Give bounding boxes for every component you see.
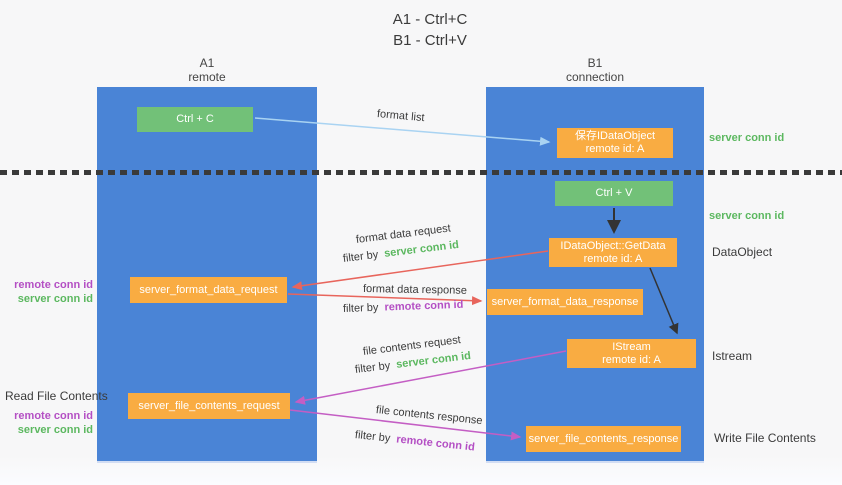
- server-conn-id-text: server conn id: [17, 424, 93, 436]
- left-column-subtitle: remote: [188, 70, 226, 84]
- right-label-istream: Istream: [712, 349, 753, 363]
- right-label-server-conn-id-top: server conn id: [709, 132, 785, 144]
- format-list-text: format list: [376, 108, 426, 125]
- node-server-format-data-response: server_format_data_response: [487, 289, 643, 315]
- title-line-1: A1 - Ctrl+C: [392, 11, 468, 28]
- left-label-read-file-contents: Read File Contents: [5, 389, 108, 403]
- filter-by-text: filter by: [354, 429, 391, 445]
- right-column-name: B1: [587, 56, 603, 70]
- left-column-header: A1 remote: [157, 56, 257, 84]
- node-istream: IStream remote id: A: [567, 339, 696, 368]
- edge-label-file-contents-response: file contents response: [375, 404, 483, 427]
- server-conn-id-text: server conn id: [383, 238, 460, 260]
- format-data-response-text: format data response: [362, 283, 468, 297]
- node-server-format-data-request: server_format_data_request: [130, 277, 287, 303]
- left-label-conn-ids-format: remote conn id server conn id: [0, 278, 93, 306]
- node-save-idataobject-line1: 保存IDataObject: [574, 130, 656, 142]
- node-format-response-label: server_format_data_response: [491, 295, 639, 308]
- left-label-conn-ids-file: remote conn id server conn id: [0, 409, 93, 437]
- node-ctrl-v: Ctrl + V: [555, 181, 673, 206]
- node-save-idataobject-line2: remote id: A: [585, 143, 645, 155]
- remote-conn-id-text: remote conn id: [395, 433, 476, 454]
- right-label-write-file-contents: Write File Contents: [714, 431, 816, 445]
- right-label-server-conn-id-mid: server conn id: [709, 210, 785, 222]
- remote-conn-id-text: remote conn id: [384, 298, 464, 314]
- node-getdata-line2: remote id: A: [583, 252, 643, 265]
- filter-by-text: filter by: [354, 359, 391, 376]
- node-ctrl-c-label: Ctrl + C: [176, 113, 214, 125]
- filter-by-text: filter by: [342, 248, 379, 265]
- node-idataobject-getdata: IDataObject::GetData remote id: A: [549, 238, 677, 267]
- node-ctrl-c: Ctrl + C: [137, 107, 253, 132]
- remote-conn-id-text: remote conn id: [14, 279, 93, 291]
- node-server-file-contents-request: server_file_contents_request: [128, 393, 290, 419]
- right-column-header: B1 connection: [545, 56, 645, 84]
- node-ctrl-v-label: Ctrl + V: [595, 187, 633, 199]
- right-label-dataobject: DataObject: [712, 245, 773, 259]
- diagram-title: A1 - Ctrl+C B1 - Ctrl+V: [340, 9, 520, 51]
- file-contents-response-text: file contents response: [375, 404, 484, 428]
- left-column-name: A1: [199, 56, 215, 70]
- remote-conn-id-text: remote conn id: [14, 410, 93, 422]
- session-separator-dotted-line: [0, 170, 842, 175]
- node-file-request-label: server_file_contents_request: [138, 399, 280, 412]
- node-server-file-contents-response: server_file_contents_response: [526, 426, 681, 452]
- edge-label-filter-by-remote-conn-id-2: filter by remote conn id: [354, 429, 475, 454]
- edge-label-format-list: format list: [376, 108, 425, 124]
- right-column-subtitle: connection: [565, 70, 625, 84]
- server-conn-id-text: server conn id: [17, 293, 93, 305]
- edge-label-filter-by-remote-conn-id-1: filter by remote conn id: [343, 299, 464, 315]
- server-conn-id-text: server conn id: [395, 349, 472, 371]
- filter-by-text: filter by: [342, 301, 379, 315]
- title-line-2: B1 - Ctrl+V: [393, 32, 467, 49]
- node-istream-line2: remote id: A: [602, 353, 661, 366]
- node-save-idataobject: 保存IDataObject remote id: A: [557, 128, 673, 158]
- node-format-request-label: server_format_data_request: [139, 283, 278, 296]
- node-file-response-label: server_file_contents_response: [528, 432, 679, 445]
- node-istream-line1: IStream: [612, 340, 651, 353]
- edge-label-format-data-response: format data response: [363, 283, 467, 297]
- node-getdata-line1: IDataObject::GetData: [560, 239, 666, 252]
